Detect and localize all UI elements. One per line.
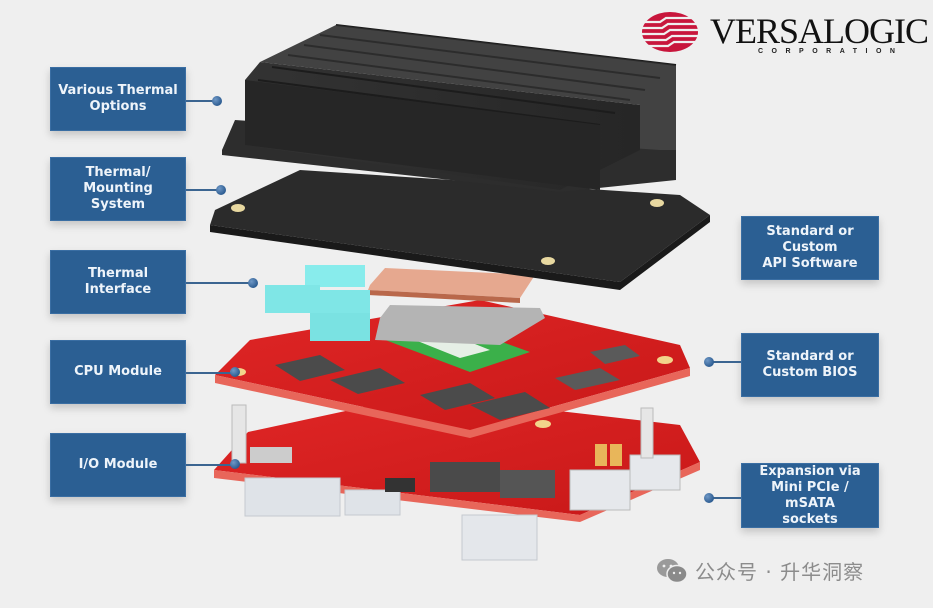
label-thermal-mounting-system: Thermal/Mounting System [50,157,186,221]
connector-line [186,189,218,191]
copper-shim [368,268,535,303]
label-cpu-module: CPU Module [50,340,186,404]
connector-line [186,282,250,284]
label-line: Expansion via [759,463,861,479]
io-module-board [214,395,700,561]
connector-dot [230,367,240,377]
connector-line [186,100,214,102]
wechat-icon [657,558,688,583]
connector-dot [704,357,714,367]
watermark: 公众号 · 升华洞察 [655,556,864,585]
mounting-plate [210,170,710,290]
label-line: API Software [762,256,858,271]
label-line: Custom BIOS [762,365,858,380]
label-line: Standard or [766,349,854,364]
heatsink [222,24,677,192]
brand-name: VERSALOGIC [710,11,929,51]
label-line: Various Thermal [58,83,178,98]
versalogic-logo: VERSALOGIC CORPORATION [640,8,929,58]
connector-dot [212,96,222,106]
label-line: I/O Module [78,457,158,472]
brand-subtitle: CORPORATION [758,48,904,55]
label-line: Thermal Interface [84,266,152,297]
label-thermal-interface: Thermal Interface [50,250,186,314]
label-io-module: I/O Module [50,433,186,497]
label-line: Standard or Custom [766,224,854,255]
connector-line [186,464,232,466]
thermal-pads [265,265,370,341]
watermark-text: 公众号 · 升华洞察 [695,560,865,584]
label-line: Mini PCIe / mSATA [771,479,849,511]
heat-spreader [375,305,545,345]
connector-dot [704,493,714,503]
label-line: Thermal/ [85,165,151,180]
versalogic-emblem-icon [642,12,702,52]
connector-line [712,497,741,499]
connector-dot [248,278,258,288]
connector-line [186,372,232,374]
connector-dot [216,185,226,195]
label-line: Options [89,99,147,114]
label-line: Mounting System [83,181,153,212]
label-line: CPU Module [74,364,162,379]
connector-line [712,361,741,363]
connector-dot [230,459,240,469]
label-line: sockets [782,511,838,527]
